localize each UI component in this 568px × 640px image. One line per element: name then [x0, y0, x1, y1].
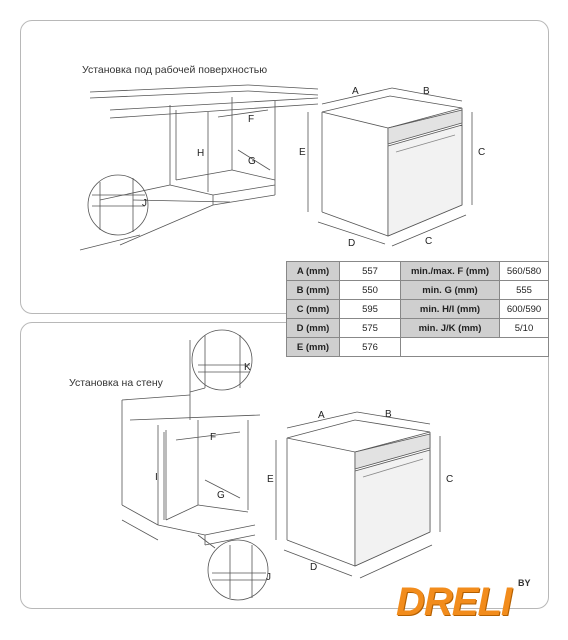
logo-superscript: BY: [518, 578, 531, 588]
label-b-top: B: [423, 86, 430, 97]
table-cell: A (mm): [286, 261, 340, 281]
table-cell: B (mm): [286, 280, 340, 300]
table-cell: min. J/K (mm): [400, 318, 500, 338]
oven-top: [307, 87, 473, 247]
table-cell: min./max. F (mm): [400, 261, 500, 281]
label-c-bottom: C: [446, 474, 453, 485]
table-cell: 560/580: [499, 261, 549, 281]
table-cell: E (mm): [286, 337, 340, 357]
table-cell: min. G (mm): [400, 280, 500, 300]
dreli-logo: DRELI BY: [382, 576, 542, 632]
table-cell: 595: [339, 299, 401, 319]
label-g-top: G: [248, 156, 256, 167]
label-j-top: J: [142, 198, 147, 209]
label-a-bottom: A: [318, 410, 325, 421]
label-j-bottom: J: [266, 572, 271, 583]
table-cell: 550: [339, 280, 401, 300]
label-g-bottom: G: [217, 490, 225, 501]
label-d-bottom: D: [310, 562, 317, 573]
wall-mount-panel: [20, 322, 549, 609]
table-cell: C (mm): [286, 299, 340, 319]
label-d-top: D: [348, 238, 355, 249]
label-a-top: A: [352, 86, 359, 97]
wall-mount-title: Установка на стену: [69, 377, 163, 389]
table-cell: 575: [339, 318, 401, 338]
label-e-bottom: E: [267, 474, 274, 485]
label-f-top: F: [248, 114, 254, 125]
oven-bottom: [275, 411, 441, 579]
under-counter-title: Установка под рабочей поверхностью: [82, 64, 268, 76]
label-c2-top: C: [425, 236, 432, 247]
table-cell: 557: [339, 261, 401, 281]
label-f-bottom: F: [210, 432, 216, 443]
table-cell-empty: [400, 337, 549, 357]
label-e-top: E: [299, 147, 306, 158]
table-cell: min. H/I (mm): [400, 299, 500, 319]
table-row: E (mm)576: [286, 337, 549, 357]
table-cell: D (mm): [286, 318, 340, 338]
label-i-bottom: I: [155, 472, 158, 483]
label-b-bottom: B: [385, 409, 392, 420]
table-cell: 555: [499, 280, 549, 300]
label-h-top: H: [197, 148, 204, 159]
label-c-top: C: [478, 147, 485, 158]
label-k-bottom: K: [244, 362, 251, 373]
logo-text: DRELI: [396, 580, 512, 624]
table-cell: 576: [339, 337, 401, 357]
table-cell: 5/10: [499, 318, 549, 338]
wall-cabinet: [121, 329, 269, 601]
counter-cabinet-top: [79, 84, 319, 251]
table-cell: 600/590: [499, 299, 549, 319]
